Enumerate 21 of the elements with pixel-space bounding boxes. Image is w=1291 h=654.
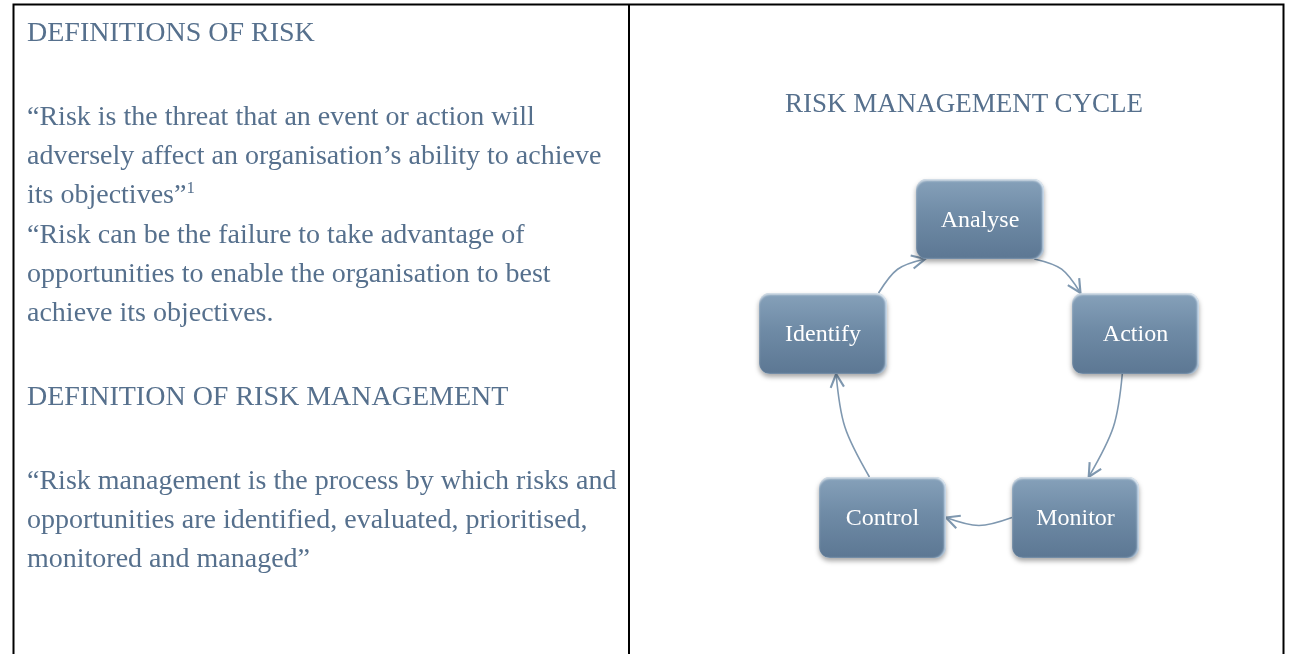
step-label: Action xyxy=(1102,320,1169,347)
diagram-title: RISK MANAGEMENT CYCLE xyxy=(785,87,1143,120)
step-label: Identify xyxy=(785,320,861,347)
definition-text: “Risk can be the failure to take advantage of opportunities to enable the organisation to best achieve its objectives. xyxy=(27,217,552,329)
section-heading: DEFINITION OF RISK MANAGEMENT xyxy=(27,379,510,413)
process-box xyxy=(1012,477,1139,558)
definition-text: “Risk is the threat that an event or action will adversely affect an organisation’s ability to achieve its objectives”$^{1}$ xyxy=(27,99,603,211)
process-box xyxy=(819,477,946,558)
step-label: Monitor xyxy=(1036,504,1115,531)
cycle-arrow xyxy=(944,514,1013,530)
cycle-arrow xyxy=(829,372,871,478)
definition-text: “Risk management is the process by which risks and opportunities are identified, evaluated, prioritised, monitored and managed” xyxy=(27,463,617,575)
process-box xyxy=(759,293,887,374)
cycle-arrow xyxy=(1087,373,1124,479)
process-box xyxy=(1072,293,1199,374)
cycle-arrow xyxy=(1033,258,1082,295)
step-label: Control xyxy=(845,504,920,531)
process-box xyxy=(916,179,1044,259)
section-heading: DEFINITIONS OF RISK xyxy=(27,15,316,49)
step-label: Analyse xyxy=(940,205,1020,233)
cycle-arrow xyxy=(877,254,927,294)
